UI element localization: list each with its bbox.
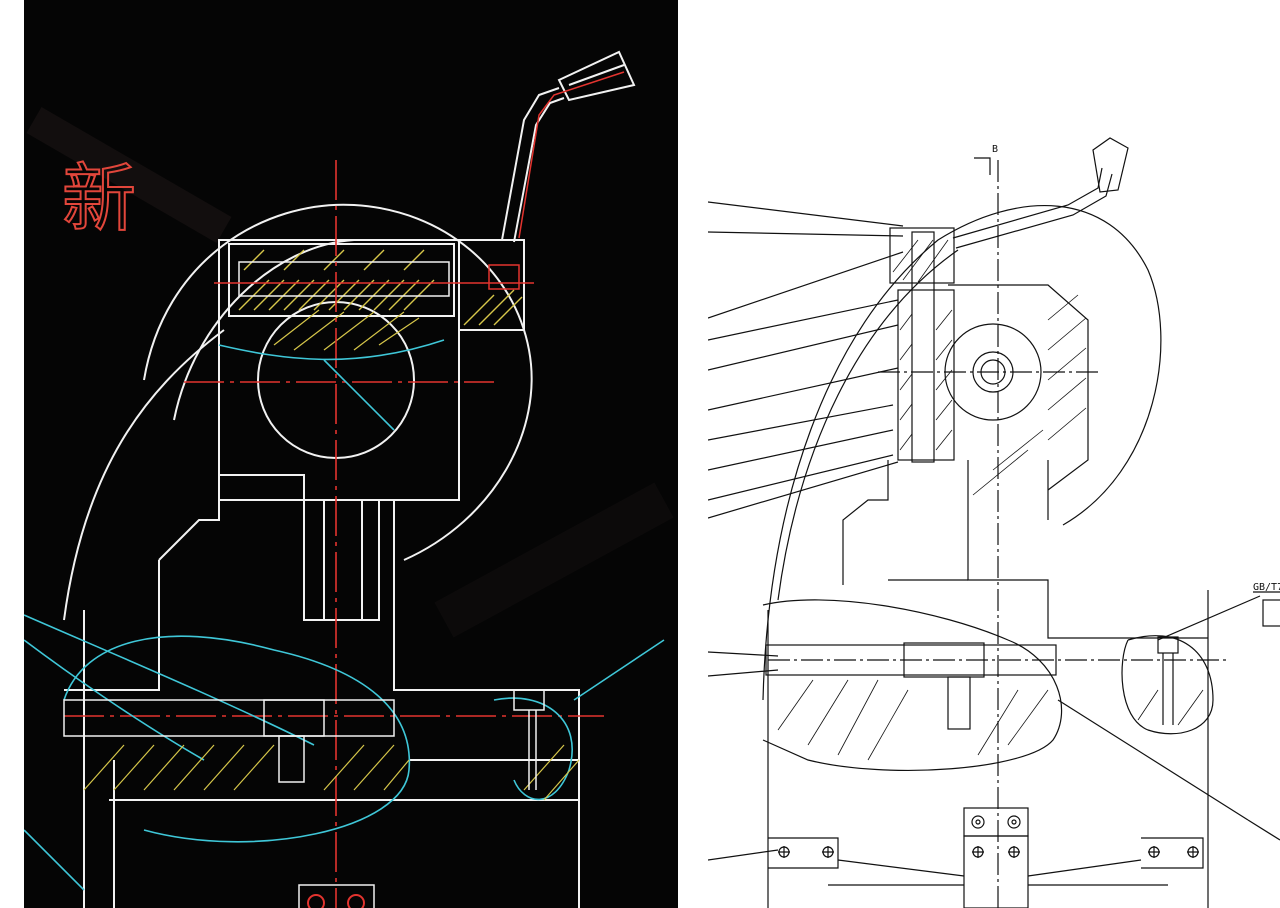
standard-label: GB/T7 [1253,582,1280,593]
cyan-outlines [24,339,665,891]
print-drawing-svg: B GB/T7 [708,137,1280,908]
body-outline [63,203,580,908]
cad-drawing-print-panel: B GB/T7 [708,0,1280,908]
centerlines [64,160,604,908]
section-label: B [992,144,998,155]
handle-centerline [518,71,625,239]
cad-drawing-dark-panel: 新 [24,0,678,908]
section-marker [974,157,991,175]
top-clamp-section [228,239,525,331]
dark-drawing-svg [24,50,674,908]
hatch-patterns [777,239,1204,761]
bottom-fixture [298,884,375,908]
bore-circle [257,301,415,459]
new-version-label: 新 [61,156,137,242]
leader-lines [708,201,1280,861]
bolt-symbols [778,815,1199,858]
lower-block [63,689,580,801]
handle [501,50,636,243]
